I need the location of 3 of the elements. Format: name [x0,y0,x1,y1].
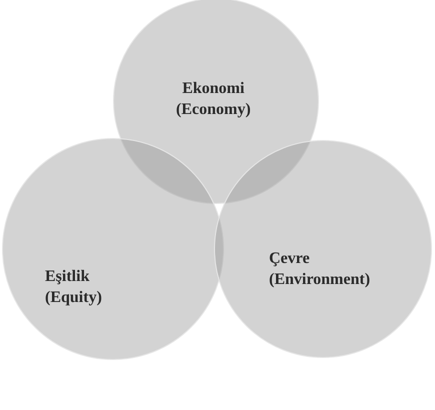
circle-label: Çevre (Environment) [269,249,370,290]
circle-label: Eşitlik (Equity) [45,267,102,308]
circle-label: Ekonomi (Economy) [176,79,251,120]
